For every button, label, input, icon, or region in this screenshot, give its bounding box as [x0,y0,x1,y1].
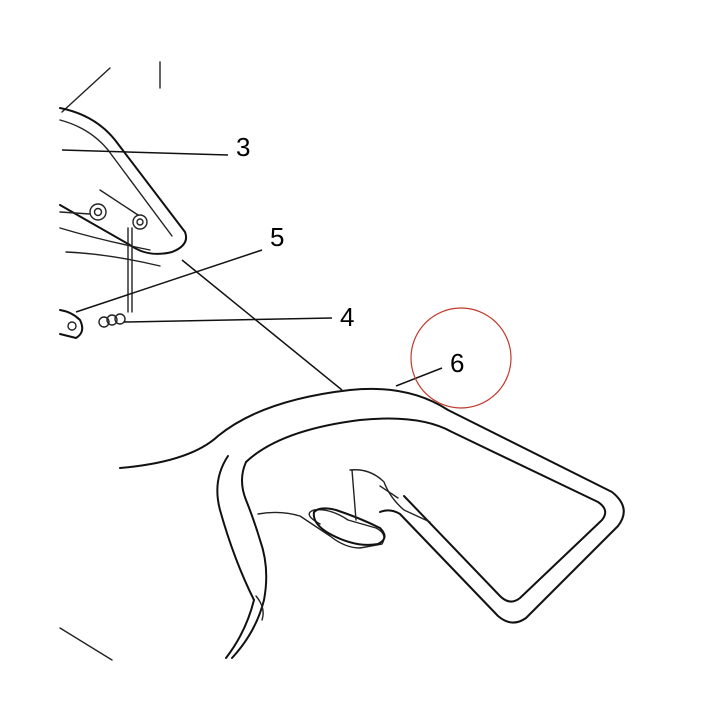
leader-diagonal [181,259,343,391]
callout-3: 3 [236,132,250,162]
bolt-upper-left [89,203,107,221]
body-panel [59,61,188,267]
callout-6: 6 [450,348,464,378]
callout-4: 4 [340,302,354,332]
highlight-circle [410,307,512,409]
callout-5: 5 [270,222,284,252]
nut-upper [132,214,148,230]
leader-3 [61,149,229,156]
leader-lines [61,149,443,391]
nut-lower-stack [98,313,126,328]
leader-4 [123,317,333,323]
leader-6 [395,367,443,387]
leader-5 [75,249,263,313]
mounting-bracket [59,227,133,339]
grab-rail-part-6 [59,387,625,661]
